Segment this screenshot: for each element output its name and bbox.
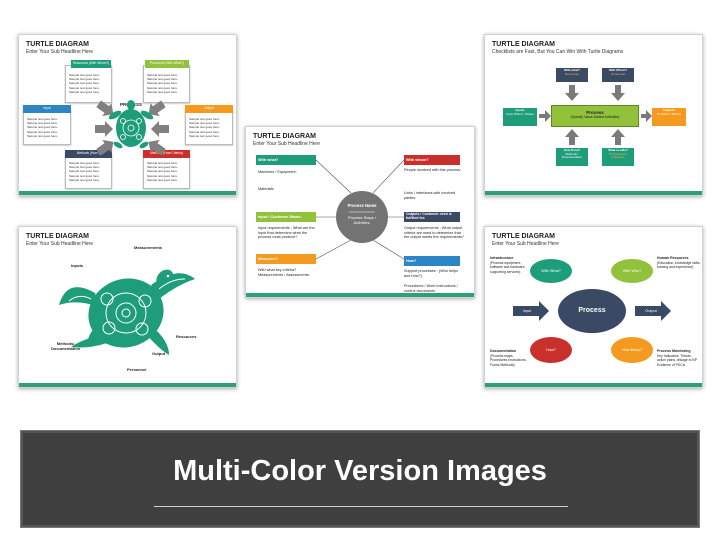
panel-input: Sample text goes here. Sample text goes … xyxy=(23,109,71,145)
links-text: Links / interfaces with involved parties xyxy=(404,191,456,200)
process-steps: Process Steps / Activities: xyxy=(347,215,376,225)
label-resources: Resources xyxy=(176,334,197,339)
documentation-heading: Documentation xyxy=(490,349,517,353)
header-measures: Measures? xyxy=(256,254,316,264)
how-done-label: How Done? xyxy=(563,148,581,152)
box-with-what: With what? Resources xyxy=(556,68,588,82)
header-methods: Methods (How?) xyxy=(65,150,112,158)
what-results-label: What results? xyxy=(608,148,628,152)
header-criteria: Methods (How Criteria) xyxy=(143,150,190,158)
ellipse-how-many: How Many? xyxy=(621,348,643,352)
slide-title: TURTLE DIAGRAM xyxy=(492,233,555,240)
slide-thumbnail-3[interactable]: TURTLE DIAGRAM Enter Your Sub Headline H… xyxy=(245,126,475,298)
slide-subtitle: Enter Your Sub Headline Here xyxy=(26,241,93,247)
outputs-text: Output requirements : What output criter… xyxy=(404,226,464,240)
banner-title: Multi-Color Version Images xyxy=(173,455,547,487)
slide-title: TURTLE DIAGRAM xyxy=(26,233,89,240)
infrastructure-text: (Process equipment, software and hardwar… xyxy=(490,261,526,274)
procedures-text: Procedures / Work instructions / control… xyxy=(404,284,458,293)
label-inputs: Inputs xyxy=(71,263,83,268)
what-results-sub: Performance Indicators xyxy=(609,151,627,160)
process-arrows xyxy=(539,85,652,145)
how-done-sub: Methods / Documentation xyxy=(561,151,583,160)
label-methods: Methods/ Documentation xyxy=(51,341,81,351)
ellipse-how: How? xyxy=(546,348,556,352)
panel-criteria: Sample text goes here. Sample text goes … xyxy=(143,153,190,189)
monitoring-heading: Process Monitoring xyxy=(657,349,691,353)
slide-thumbnail-2[interactable]: TURTLE DIAGRAM Checklists are Fast, But … xyxy=(484,34,703,196)
input-req-text: Input requirements : What are the input … xyxy=(258,226,315,240)
monitoring-text: Key Indicators: Trends, action plans, li… xyxy=(657,354,697,367)
box-what-results: What results? Performance Indicators xyxy=(602,148,634,166)
human-resources-text: (Education, knowledge skills, training a… xyxy=(657,261,701,270)
ellipse-with-who: With Who? xyxy=(622,269,642,273)
header-input: Input xyxy=(23,105,71,113)
inputs-sub: From Whom / Where xyxy=(506,111,534,116)
header-outputs: Outputs / Customer need is fulfilled for… xyxy=(404,212,460,222)
panel-resources: Sample text goes here. Sample text goes … xyxy=(65,65,112,103)
measures-text: With what key criteria? Measurements / A… xyxy=(258,268,310,277)
machines-text: Machines / Equipment: xyxy=(258,170,297,174)
outputs-label: Outputs xyxy=(663,108,675,112)
arrow-input: Input xyxy=(522,309,532,313)
documentation-text: (Process maps, Procedures Instructions, … xyxy=(490,354,527,367)
outputs-sub: To Whom / Where xyxy=(656,111,681,116)
human-resources-heading: Human Resources xyxy=(657,256,689,260)
infrastructure-heading: Infrastructure xyxy=(490,256,514,260)
header-how: How? xyxy=(404,256,460,266)
box-process: Process (Specify Value Added Activities) xyxy=(551,105,639,127)
slide-title: TURTLE DIAGRAM xyxy=(253,133,316,140)
process-name: Process Name xyxy=(347,203,377,208)
with-what-label: With what? xyxy=(564,68,580,72)
box-outputs: Outputs To Whom / Where xyxy=(652,108,686,126)
slide-title: TURTLE DIAGRAM xyxy=(26,41,89,48)
header-with-whom: With whom? xyxy=(404,155,460,165)
header-resources: Resources (With Whom?) xyxy=(71,60,111,68)
slide-subtitle: Checklists are Fast, But You Can Win Wit… xyxy=(492,49,624,55)
slide-thumbnail-1[interactable]: TURTLE DIAGRAM Enter Your Sub Headline H… xyxy=(18,34,237,196)
box-inputs: Inputs From Whom / Where xyxy=(503,108,537,126)
slide-title: TURTLE DIAGRAM xyxy=(492,41,555,48)
box-with-whom: With Whom? Personnel xyxy=(602,68,634,82)
turtle-illustration xyxy=(59,269,195,355)
box-how-done: How Done? Methods / Documentation xyxy=(556,148,588,166)
label-measurements: Measurements xyxy=(134,245,163,250)
header-input-req: Input / Customer Wants: xyxy=(256,212,316,222)
ellipse-with-what: With What? xyxy=(541,269,561,273)
arrow-output: Output xyxy=(645,309,657,313)
process-sub: (Specify Value Added Activities) xyxy=(570,115,620,120)
header-with-what: With what? xyxy=(256,155,316,165)
process-label: Process xyxy=(586,110,604,115)
with-whom-label: With Whom? xyxy=(608,68,628,72)
spoke-lines xyxy=(315,159,405,260)
materials-text: Materials: xyxy=(258,187,275,191)
with-what-sub: Resources xyxy=(564,71,580,76)
header-output: Output xyxy=(185,105,233,113)
support-text: Support processes : (Who helps and how?) xyxy=(404,269,459,278)
inputs-label: Inputs xyxy=(515,108,525,112)
with-whom-text: People involved with this process: xyxy=(404,168,461,172)
slide-subtitle: Enter Your Sub Headline Here xyxy=(26,49,93,55)
slide-subtitle: Enter Your Sub Headline Here xyxy=(253,141,320,147)
ellipse-process: Process xyxy=(578,307,606,314)
process-ellipses xyxy=(513,259,671,363)
slide-thumbnail-5[interactable]: TURTLE DIAGRAM Enter Your Sub Headline H… xyxy=(484,226,703,388)
label-output: Output xyxy=(152,351,166,356)
panel-personnel: Sample text goes here. Sample text goes … xyxy=(143,65,190,103)
with-whom-sub: Personnel xyxy=(611,71,625,76)
title-banner: Multi-Color Version Images xyxy=(20,430,700,528)
turtle-illustration-small xyxy=(95,100,169,156)
slide-thumbnail-4[interactable]: TURTLE DIAGRAM Enter Your Sub Headline H… xyxy=(18,226,237,388)
label-personnel: Personnel xyxy=(127,367,147,372)
slide-subtitle: Enter Your Sub Headline Here xyxy=(492,241,559,247)
banner-underline xyxy=(154,506,568,507)
header-personnel: Personnel (With What?) xyxy=(145,60,189,68)
